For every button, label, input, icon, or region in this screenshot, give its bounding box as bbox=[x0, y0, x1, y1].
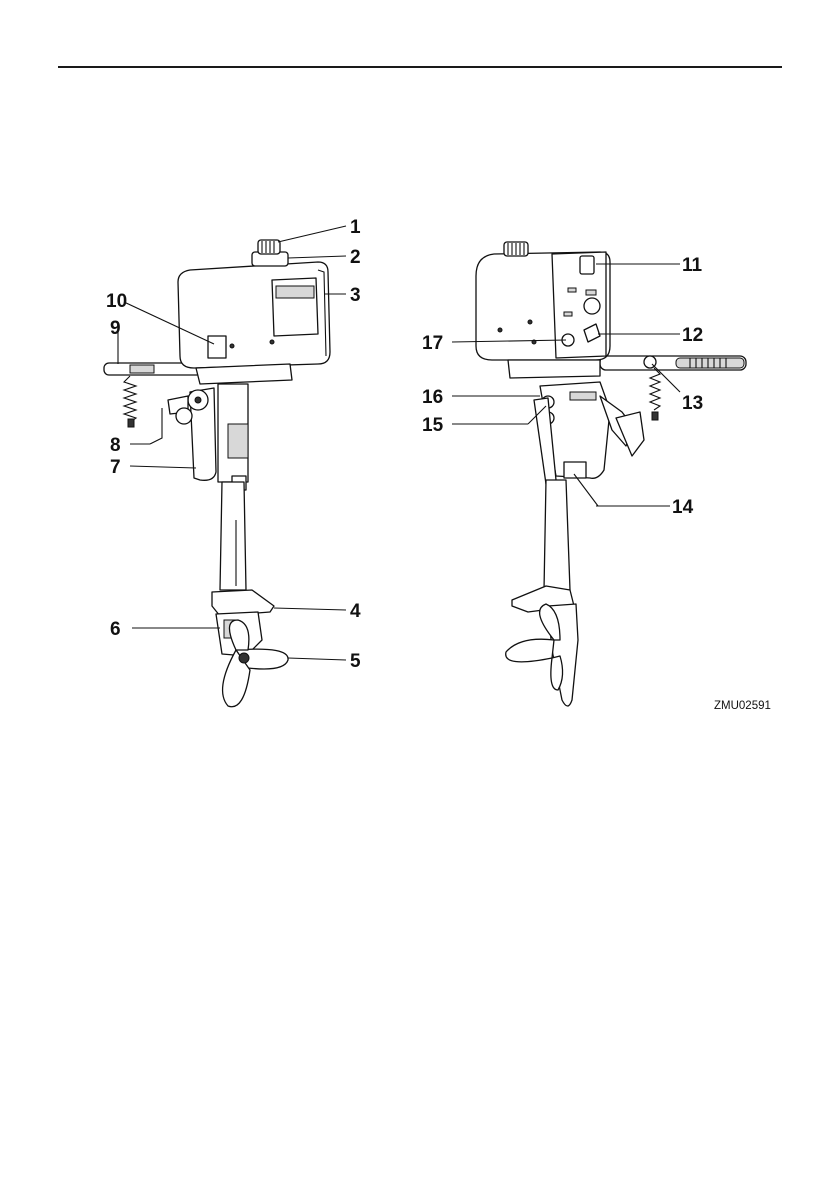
callout-11: 11 bbox=[682, 255, 703, 276]
callout-5: 5 bbox=[350, 651, 361, 672]
callout-6: 6 bbox=[110, 619, 121, 640]
callout-7: 7 bbox=[110, 457, 121, 478]
callout-14: 14 bbox=[672, 497, 694, 518]
callout-9: 9 bbox=[110, 318, 121, 339]
callout-13: 13 bbox=[682, 393, 703, 414]
callout-12: 12 bbox=[682, 325, 703, 346]
callout-2: 2 bbox=[350, 247, 361, 268]
callout-15: 15 bbox=[422, 415, 444, 436]
callout-3: 3 bbox=[350, 285, 361, 306]
figure-code: ZMU02591 bbox=[714, 700, 771, 712]
callout-10: 10 bbox=[106, 291, 127, 312]
left-motor-illustration bbox=[104, 240, 330, 707]
right-motor-illustration bbox=[476, 242, 746, 706]
callout-1: 1 bbox=[350, 217, 361, 238]
callout-4: 4 bbox=[350, 601, 361, 622]
callout-8: 8 bbox=[110, 435, 121, 456]
callout-16: 16 bbox=[422, 387, 443, 408]
callout-17: 17 bbox=[422, 333, 443, 354]
